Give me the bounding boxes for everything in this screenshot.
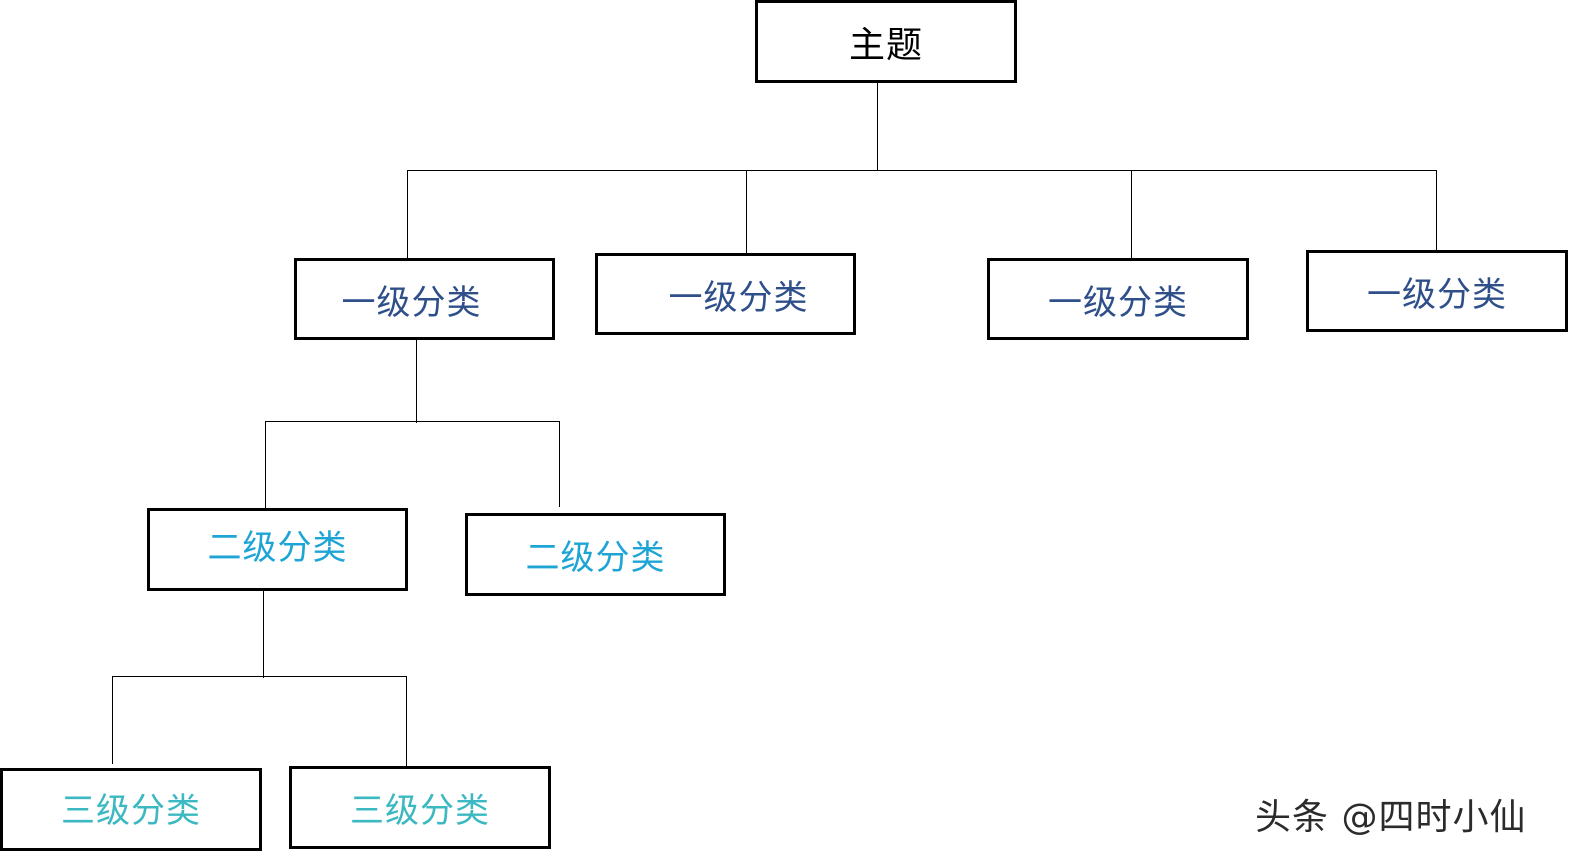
connector-root-down (877, 82, 878, 170)
level3-node-label: 三级分类 (61, 791, 201, 831)
connector-level1-1-down (416, 339, 417, 423)
connector-level2-1 (265, 421, 266, 510)
level1-node: 一级分类 (1306, 250, 1568, 332)
connector-level1-2 (746, 170, 747, 256)
level2-node: 二级分类 (147, 508, 408, 591)
root-node-label: 主题 (848, 24, 923, 66)
level1-node: 一级分类 (987, 258, 1249, 340)
level1-node-label: 一级分类 (1367, 274, 1507, 315)
connector-level3-bus (112, 676, 407, 677)
connector-level2-bus (265, 421, 560, 422)
level1-node-label: 一级分类 (668, 277, 809, 318)
level2-node-label: 二级分类 (207, 528, 348, 568)
connector-level1-4 (1436, 170, 1437, 251)
connector-level1-bus (407, 170, 1437, 171)
connector-level3-1 (112, 676, 113, 764)
level2-node-label: 二级分类 (525, 538, 666, 578)
level1-node: 一级分类 (595, 253, 856, 335)
connector-level3-2 (406, 676, 407, 767)
connector-level1-1 (407, 170, 408, 259)
connector-level2-1-down (263, 590, 264, 678)
connector-level1-3 (1131, 170, 1132, 259)
level2-node: 二级分类 (465, 513, 726, 596)
root-node: 主题 (755, 0, 1017, 83)
level1-node: 一级分类 (294, 258, 555, 340)
connector-level2-2 (559, 421, 560, 507)
level1-node-label: 一级分类 (1048, 282, 1188, 323)
level3-node: 三级分类 (289, 766, 551, 849)
level3-node: 三级分类 (0, 768, 262, 851)
level3-node-label: 三级分类 (350, 791, 490, 831)
level1-node-label: 一级分类 (341, 282, 482, 323)
watermark: 头条 @四时小仙 (1255, 797, 1527, 838)
